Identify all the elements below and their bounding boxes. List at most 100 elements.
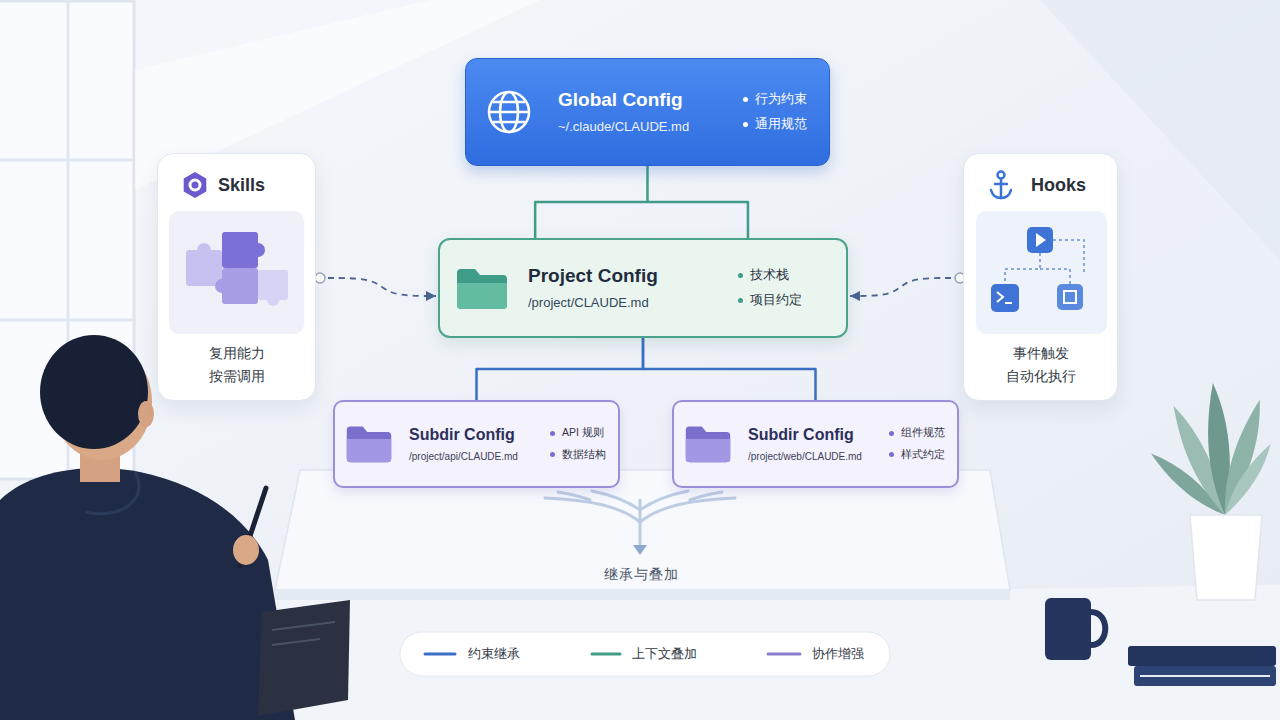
bullet-column: 技术栈项目约定 — [738, 267, 802, 309]
person-part — [138, 401, 154, 427]
inheritance-tree — [545, 491, 735, 545]
person-part — [40, 335, 148, 449]
platform-part — [275, 590, 1010, 600]
globe-icon-part-part — [493, 101, 525, 104]
file-path: ~/.claude/CLAUDE.md — [558, 119, 689, 135]
bullet-column: API 规则数据结构 — [550, 426, 606, 461]
global-config-box: Global Config ~/.claude/CLAUDE.md 行为约束通用规范 — [465, 58, 830, 166]
bullet-row: 样式约定 — [889, 448, 945, 462]
node-title: Global Config — [558, 89, 689, 112]
folder-icon-part — [686, 427, 730, 463]
bullet-dot — [550, 431, 555, 436]
person-part — [233, 535, 259, 565]
globe-icon — [484, 87, 534, 137]
skills-illustration-part — [197, 243, 211, 257]
person-part — [258, 600, 350, 716]
node-title: Project Config — [528, 265, 658, 288]
card-header: Skills — [158, 154, 265, 216]
mug-part — [1045, 598, 1091, 660]
bullet-dot — [743, 122, 748, 127]
title-column: Global Config ~/.claude/CLAUDE.md — [558, 89, 689, 134]
skills-illustration-part — [267, 294, 279, 306]
skills-illustration-part — [184, 172, 207, 198]
window-part — [0, 319, 135, 322]
plant-part — [1190, 515, 1262, 600]
skills-illustration-part — [251, 243, 265, 257]
person-part — [0, 468, 295, 720]
hooks-illustration-part — [1027, 227, 1053, 253]
skills-card: Skills 复用能力 按需调用 — [157, 153, 316, 401]
title-column: Subdir Config/project/api/CLAUDE.md — [409, 425, 518, 463]
bullet-text: 项目约定 — [750, 292, 802, 309]
title-column: Project Config/project/CLAUDE.md — [528, 265, 658, 310]
bullet-text: 技术栈 — [750, 267, 789, 284]
bullet-text: 数据结构 — [562, 448, 606, 462]
hooks-illustration-part — [1005, 302, 1012, 304]
legend-line-purple — [768, 653, 800, 656]
card-description: 复用能力 按需调用 — [192, 342, 282, 388]
person-part — [272, 622, 335, 630]
hooks-illustration-part — [1064, 291, 1076, 303]
bullet-column: 行为约束通用规范 — [743, 91, 807, 133]
hooks-illustration-part-part — [1053, 240, 1084, 274]
globe-icon-part-part — [489, 92, 529, 132]
skills-illustration-part — [215, 279, 229, 293]
globe-icon-part-part — [489, 111, 529, 114]
plant-part-part — [1222, 439, 1274, 520]
hooks-illustration-part-part — [1000, 179, 1003, 198]
project-config-box: Project Config/project/CLAUDE.md 技术栈项目约定 — [438, 238, 848, 338]
legend-text: 上下文叠加 — [632, 645, 697, 663]
card-title: Skills — [218, 175, 265, 196]
hooks-card: Hooks 事件触发 自动化执行 — [963, 153, 1118, 401]
caption-label: 继承与叠加 — [604, 566, 679, 584]
title-column: Subdir Config/project/web/CLAUDE.md — [748, 425, 862, 463]
bullet-dot — [738, 273, 743, 278]
bullet-row: 项目约定 — [738, 292, 802, 309]
card-description: 事件触发 自动化执行 — [996, 342, 1086, 388]
card-body: 复用能力 按需调用 — [158, 342, 315, 388]
file-path: /project/CLAUDE.md — [528, 295, 658, 311]
hooks-illustration-part-part — [1005, 253, 1040, 284]
mug — [1045, 598, 1105, 660]
hooks-illustration-part-part — [995, 183, 1007, 186]
file-path: /project/api/CLAUDE.md — [409, 451, 518, 463]
platform-part — [275, 470, 1010, 590]
folder-icon — [345, 423, 393, 464]
bullet-row: API 规则 — [550, 426, 606, 440]
card-title: Hooks — [1031, 175, 1086, 196]
books — [1128, 646, 1276, 686]
connector — [850, 278, 951, 296]
folder-icon-part — [347, 427, 391, 463]
inheritance-tree-part — [690, 492, 722, 500]
bullet-row: 行为约束 — [743, 91, 807, 108]
connector — [535, 166, 748, 238]
books-part — [1134, 666, 1276, 686]
connector — [477, 338, 644, 400]
legend-panel-part — [400, 632, 890, 676]
port-dot — [315, 273, 325, 283]
legend-line-blue — [425, 653, 455, 656]
bullet-dot — [550, 452, 555, 457]
hooks-illustration-part — [1057, 284, 1083, 310]
bullet-dot — [743, 97, 748, 102]
inheritance-tree-part — [640, 491, 688, 510]
hooks-illustration-part — [997, 292, 1003, 302]
bullet-text: 行为约束 — [755, 91, 807, 108]
hooks-illustration-part — [991, 284, 1019, 312]
legend-line-green — [592, 653, 620, 656]
mug-part — [1091, 612, 1105, 645]
bullet-dot — [738, 298, 743, 303]
subdir-config-box: Subdir Config/project/api/CLAUDE.md API 规… — [333, 400, 620, 488]
node-title: Subdir Config — [748, 425, 862, 444]
hooks-illustration-part-part — [1040, 269, 1070, 284]
plant — [1144, 382, 1274, 600]
hooks-illustration-part — [976, 211, 1107, 334]
legend-text: 约束继承 — [468, 645, 520, 663]
file-path: /project/web/CLAUDE.md — [748, 451, 862, 463]
platform — [275, 470, 1010, 600]
bullet-dot — [889, 431, 894, 436]
bullet-row: 数据结构 — [550, 448, 606, 462]
legend-panel — [400, 632, 890, 676]
